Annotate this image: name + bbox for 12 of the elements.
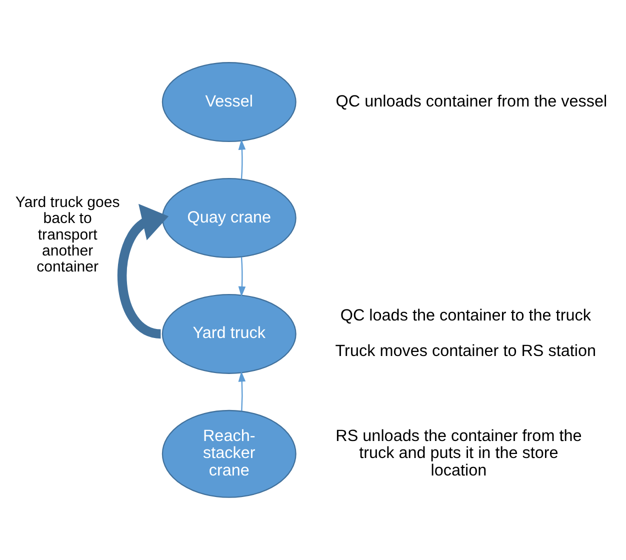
node-label: Truck moves container to RS station (335, 342, 596, 360)
node-label: RS unloads the container from the truck and puts it in the store location (336, 426, 582, 480)
node-label: QC loads the container to the truck (340, 306, 591, 324)
node-ellipse: Reach-stacker crane (162, 410, 296, 498)
node-ellipse: Yard truck (162, 294, 296, 374)
arrow (238, 256, 246, 297)
arrow (238, 139, 246, 180)
node-ellipse: Quay crane (162, 178, 296, 258)
node-ellipse: Vessel (162, 62, 296, 142)
edge-label: Yard truck goes back to transport another container (15, 194, 120, 276)
arrow (238, 371, 246, 411)
node-label: QC unloads container from the vessel (336, 92, 608, 110)
